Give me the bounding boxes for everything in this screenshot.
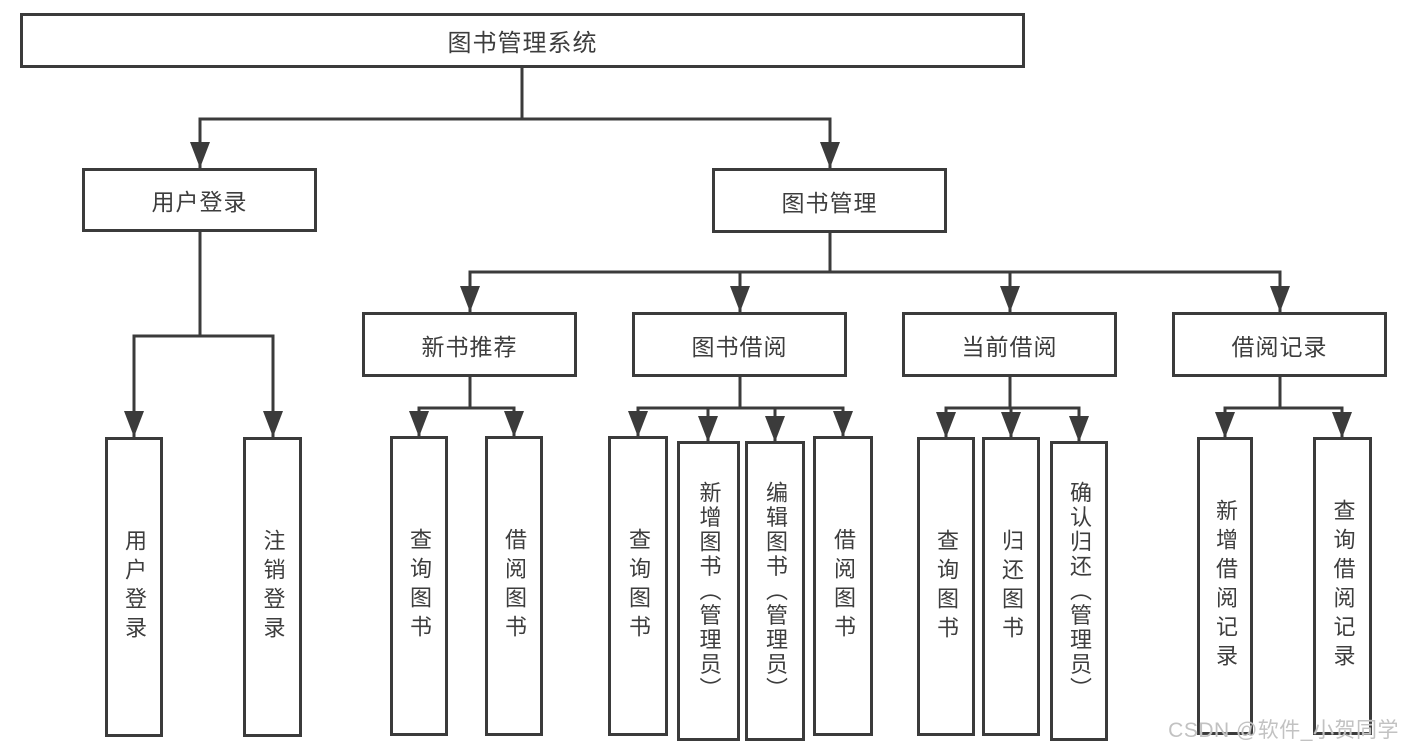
node-new-book-recommend: 新书推荐	[362, 312, 577, 377]
csdn-watermark: CSDN @软件_小贺同学	[1168, 719, 1399, 742]
leaf-add-borrow-record: 新增借阅记录	[1197, 437, 1253, 735]
leaf-logout: 注销登录	[243, 437, 302, 737]
connector-book-borrow-to-leaves	[628, 375, 853, 442]
node-book-management: 图书管理	[712, 168, 947, 233]
leaf-borrow-books-recommend: 借阅图书	[485, 436, 543, 736]
node-book-borrow: 图书借阅	[632, 312, 847, 377]
leaf-query-books-borrow: 查询图书	[608, 436, 668, 736]
node-user-login: 用户登录	[82, 168, 317, 232]
connector-current-borrow-to-leaves	[936, 375, 1089, 442]
connector-user-login-to-leaves	[124, 231, 283, 437]
node-current-borrow: 当前借阅	[902, 312, 1117, 377]
connector-root-to-level2	[190, 66, 840, 168]
connector-new-books-to-leaves	[409, 375, 524, 437]
node-library-management-system: 图书管理系统	[20, 13, 1025, 68]
leaf-user-login: 用户登录	[105, 437, 163, 737]
leaf-confirm-return-admin: 确认归还（管理员）	[1050, 441, 1108, 741]
leaf-borrow-books: 借阅图书	[813, 436, 873, 736]
leaf-query-borrow-record: 查询借阅记录	[1313, 437, 1372, 735]
connector-borrow-records-to-leaves	[1215, 375, 1352, 438]
leaf-query-books-recommend: 查询图书	[390, 436, 448, 736]
leaf-add-books-admin: 新增图书（管理员）	[677, 441, 740, 741]
leaf-return-books: 归还图书	[982, 437, 1040, 736]
connector-book-management-to-level3	[460, 231, 1290, 312]
node-borrow-records: 借阅记录	[1172, 312, 1387, 377]
leaf-edit-books-admin: 编辑图书（管理员）	[745, 441, 805, 741]
leaf-query-books-current: 查询图书	[917, 437, 975, 736]
